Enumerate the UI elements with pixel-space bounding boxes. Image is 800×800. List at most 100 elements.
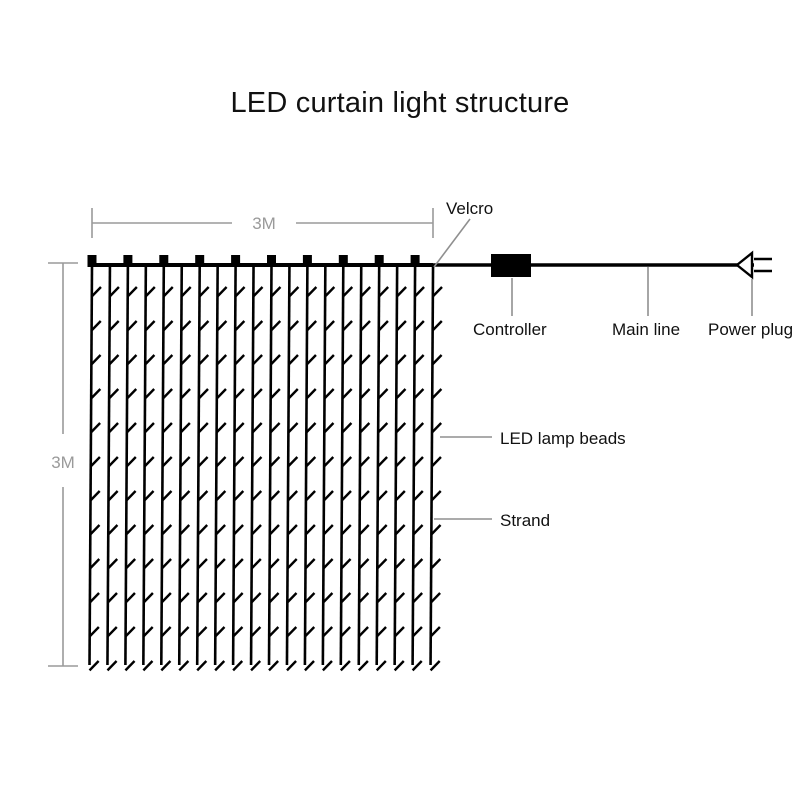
led-lamp-bead xyxy=(430,490,442,502)
led-lamp-bead xyxy=(162,286,174,298)
led-lamp-bead xyxy=(358,592,370,604)
led-lamp-bead xyxy=(161,490,173,502)
led-lamp-bead xyxy=(304,660,315,672)
led-lamp-bead xyxy=(268,558,280,570)
led-lamp-bead xyxy=(305,354,317,366)
led-lamp-bead xyxy=(198,286,210,298)
led-lamp-bead xyxy=(197,456,209,468)
led-lamp-bead xyxy=(215,456,227,468)
led-lamp-bead xyxy=(178,626,190,638)
led-lamp-bead xyxy=(342,320,353,332)
led-lamp-bead xyxy=(377,388,389,400)
led-lamp-bead xyxy=(430,456,442,468)
power-plug-icon xyxy=(735,250,772,280)
led-lamp-bead xyxy=(179,490,191,502)
led-lamp-bead xyxy=(340,558,352,570)
led-lamp-bead xyxy=(179,422,191,434)
led-lamp-bead xyxy=(413,388,425,400)
velcro-tab-icon xyxy=(231,255,241,267)
led-lamp-bead xyxy=(125,490,137,502)
led-lamp-bead xyxy=(214,626,226,638)
led-lamp-bead xyxy=(214,558,226,570)
led-lamp-bead xyxy=(305,422,317,434)
curtain-strands-group xyxy=(88,264,443,672)
led-lamp-bead xyxy=(216,354,228,366)
led-lamp-bead xyxy=(178,660,190,672)
led-lamp-bead xyxy=(144,320,156,332)
led-lamp-bead xyxy=(178,592,190,604)
led-lamp-bead xyxy=(341,388,353,400)
led-lamp-bead xyxy=(430,524,442,536)
led-lamp-bead xyxy=(251,490,263,502)
main-line-label: Main line xyxy=(612,320,680,339)
led-lamp-bead xyxy=(359,354,371,366)
led-lamp-bead xyxy=(377,320,389,332)
led-lamp-bead xyxy=(125,558,137,570)
led-lamp-bead xyxy=(304,626,316,638)
led-lamp-bead xyxy=(232,660,244,672)
led-lamp-bead xyxy=(143,490,155,502)
led-lamp-bead xyxy=(162,320,174,332)
led-lamp-bead xyxy=(233,456,245,468)
led-lamp-bead xyxy=(124,626,136,638)
led-lamp-bead xyxy=(144,388,156,400)
led-lamp-bead xyxy=(143,422,155,434)
led-lamp-bead xyxy=(107,558,119,570)
led-lamp-bead xyxy=(90,354,102,366)
velcro-tab-icon xyxy=(123,255,133,267)
led-lamp-bead xyxy=(394,626,405,638)
led-lamp-bead xyxy=(214,660,226,672)
led-lamp-bead xyxy=(216,388,227,400)
left-dimension-label: 3M xyxy=(51,453,75,472)
led-lamp-bead xyxy=(90,320,102,332)
led-lamp-bead xyxy=(412,490,424,502)
led-lamp-bead xyxy=(161,524,173,536)
led-lamp-bead xyxy=(286,626,298,638)
led-lamp-bead xyxy=(431,422,443,434)
led-lamp-bead xyxy=(270,286,282,298)
led-lamp-bead xyxy=(89,456,101,468)
led-lamp-bead xyxy=(414,286,425,298)
led-lamp-bead xyxy=(286,592,298,604)
led-lamp-bead xyxy=(144,354,156,366)
led-lamp-bead xyxy=(216,320,228,332)
velcro-tabs-group xyxy=(87,255,420,267)
led-lamp-bead xyxy=(234,354,246,366)
led-lamp-bead xyxy=(126,320,138,332)
led-lamp-bead xyxy=(250,592,262,604)
velcro-tab-icon xyxy=(302,255,312,267)
led-lamp-bead xyxy=(143,524,155,536)
led-lamp-bead xyxy=(270,354,281,366)
led-lamp-bead xyxy=(108,354,120,366)
led-lamp-bead xyxy=(180,388,191,400)
led-lamp-bead xyxy=(197,422,209,434)
led-lamp-bead xyxy=(393,660,405,672)
led-lamp-bead xyxy=(198,388,209,400)
led-lamp-bead xyxy=(322,558,334,570)
led-lamp-bead xyxy=(233,490,245,502)
led-lamp-bead xyxy=(232,592,244,604)
led-lamp-bead xyxy=(431,388,443,400)
led-lamp-bead xyxy=(89,490,101,502)
led-lamp-bead xyxy=(358,490,370,502)
led-lamp-bead xyxy=(340,592,352,604)
led-lamp-bead xyxy=(161,422,173,434)
led-lamp-bead xyxy=(413,456,424,468)
led-lamp-bead xyxy=(142,626,154,638)
led-lamp-bead xyxy=(360,320,371,332)
led-lamp-bead xyxy=(413,320,425,332)
led-lamp-bead xyxy=(161,456,173,468)
top-dimension-3m: 3M xyxy=(91,208,434,238)
led-lamp-bead xyxy=(106,626,118,638)
led-lamp-bead xyxy=(88,626,100,638)
strand-label: Strand xyxy=(500,511,550,530)
led-lamp-bead xyxy=(234,286,246,298)
led-lamp-bead xyxy=(323,456,335,468)
power-plug-label: Power plug xyxy=(708,320,793,339)
led-lamp-bead xyxy=(160,626,172,638)
led-lamp-bead xyxy=(396,286,407,298)
velcro-label: Velcro xyxy=(446,199,493,218)
led-lamp-bead xyxy=(305,388,317,400)
